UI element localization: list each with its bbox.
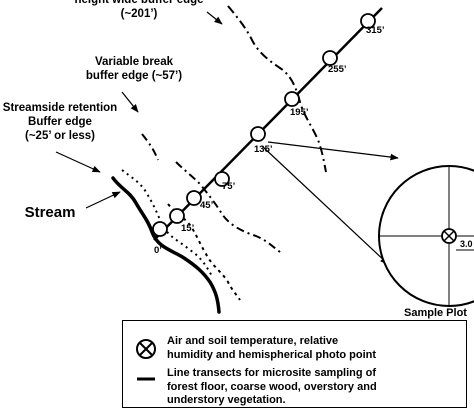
- transect-point-label: 75’: [222, 181, 235, 192]
- top-buffer-label: height wide buffer edge (~201’): [64, 0, 214, 21]
- transect-point-label: 45’: [200, 200, 213, 211]
- variable-break-label: Variable break buffer edge (~57’): [64, 55, 204, 83]
- streamside-buffer-edge: [121, 169, 213, 277]
- variable-break-buffer-edge: [141, 133, 281, 253]
- transect-point-label: 15’: [181, 223, 194, 234]
- legend-line-icon: [137, 377, 155, 381]
- transect-point-icon: [250, 126, 266, 142]
- transect-point-icon: [186, 190, 202, 206]
- streamside-buffer-edge-2: [167, 203, 241, 301]
- arrow-stream: [85, 191, 121, 209]
- transect-point: 315’: [360, 13, 385, 36]
- legend-line-text-value: Line transects for microsite sampling of…: [167, 367, 377, 406]
- plot-leader-lower: [261, 145, 389, 265]
- sample-plot-label: Sample Plot: [404, 306, 474, 320]
- plot-leader-upper: [267, 141, 399, 161]
- legend-box: Air and soil temperature, relative humid…: [122, 320, 467, 408]
- top-buffer-label-text: height wide buffer edge (~201’): [74, 0, 204, 20]
- stream-line: [111, 176, 221, 314]
- legend-point-text-value: Air and soil temperature, relative humid…: [167, 335, 377, 361]
- transect-point-label: 315’: [366, 25, 385, 36]
- transect-point: 255’: [322, 50, 347, 75]
- transect-point: 75’: [214, 171, 235, 192]
- stream-label-text: Stream: [24, 204, 76, 221]
- transect-point-icon: [214, 171, 230, 187]
- transect-point-label: 255’: [328, 64, 347, 75]
- transect-line: [153, 7, 383, 241]
- transect-point-label: 135’: [254, 144, 273, 155]
- variable-break-label-text: Variable break buffer edge (~57’): [85, 56, 183, 82]
- transect-point-icon: [152, 221, 168, 237]
- transect-point: 0’: [152, 221, 168, 256]
- transect-point: 195’: [284, 91, 309, 118]
- transect-point: 135’: [250, 126, 273, 155]
- transect-points: 0’ 15’ 45’ 75’ 135’ 195’ 255’ 315’: [152, 13, 385, 256]
- streamside-label-text: Streamside retention Buffer edge (~25’ o…: [2, 102, 118, 142]
- transect-point-icon: [284, 91, 300, 107]
- arrow-top-buffer: [206, 11, 223, 25]
- transect-point-icon: [169, 208, 185, 224]
- sample-plot-label-text: Sample Plot: [404, 307, 467, 319]
- transect-point-label: 0’: [154, 245, 162, 256]
- stream-label: Stream: [10, 204, 90, 222]
- transect-point-icon: [322, 50, 338, 66]
- transect-point: 45’: [186, 190, 213, 211]
- arrow-variable-break: [121, 91, 139, 113]
- legend-point-text: Air and soil temperature, relative humid…: [167, 335, 376, 362]
- plot-radius-label: 3.0: [460, 239, 473, 249]
- transect-point-label: 195’: [290, 107, 309, 118]
- wide-buffer-edge: [227, 5, 327, 173]
- transect-point: 15’: [169, 208, 194, 234]
- arrow-streamside: [55, 151, 101, 173]
- transect-point-icon: [360, 13, 376, 29]
- streamside-label: Streamside retention Buffer edge (~25’ o…: [0, 101, 120, 143]
- legend-point-icon: [136, 339, 156, 359]
- legend-line-text: Line transects for microsite sampling of…: [167, 367, 377, 408]
- plot-center-x-b: [443, 230, 455, 242]
